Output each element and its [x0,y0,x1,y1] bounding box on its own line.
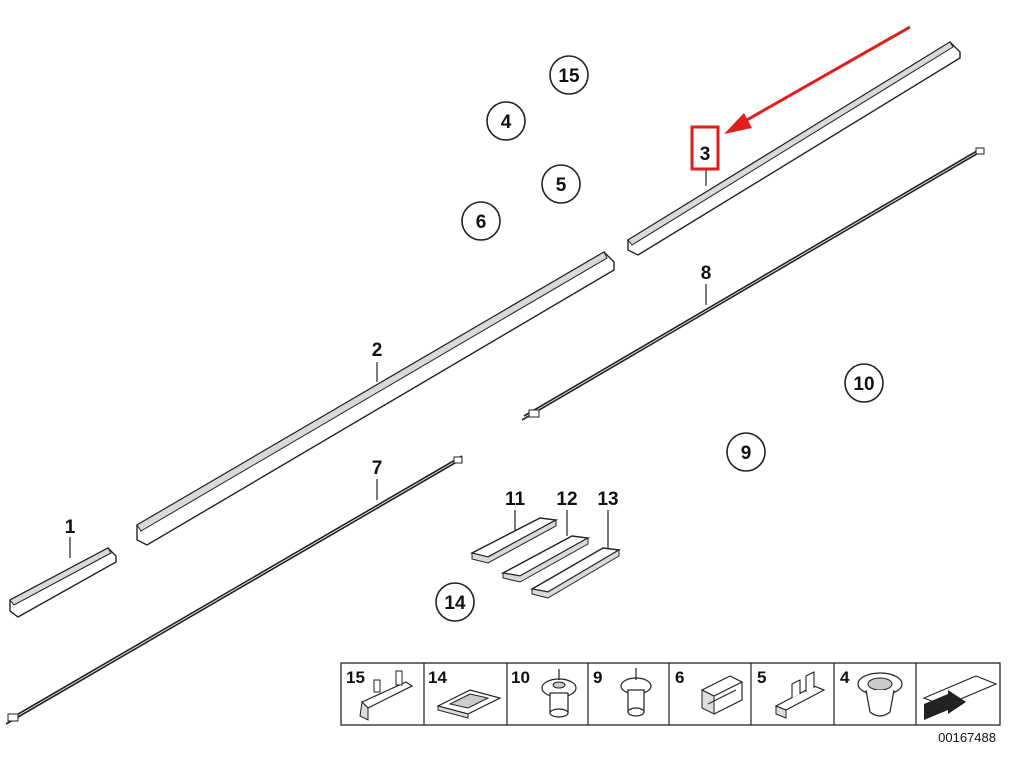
circled-callout-14: 14 [435,582,475,622]
legend-cell-15[interactable]: 15 [346,668,414,721]
highlight-arrow [724,25,911,134]
svg-text:15: 15 [558,66,580,87]
callout-3: 3 [700,144,711,165]
svg-text:6: 6 [476,212,487,233]
grommet-icon [857,672,903,717]
circled-callout-6: 6 [461,201,501,241]
legend-cell-5[interactable]: 5 [757,668,826,719]
svg-text:4: 4 [501,112,512,133]
highlight-callout-3[interactable]: 3 [690,125,720,171]
legend-strip: 15 14 10 [340,662,1001,726]
part-2-moulding[interactable] [136,251,615,546]
svg-text:4: 4 [840,668,850,687]
svg-text:6: 6 [675,668,684,687]
svg-text:9: 9 [741,443,752,464]
svg-text:5: 5 [757,668,766,687]
circled-callout-10: 10 [844,363,884,403]
legend-cell-arrow[interactable] [922,675,998,720]
callout-8: 8 [701,263,712,284]
legend-cell-6[interactable]: 6 [675,668,744,715]
document-number: 00167488 [938,730,996,745]
part-13-pad[interactable] [530,510,622,599]
svg-text:10: 10 [511,668,530,687]
part-3-moulding[interactable] [627,41,961,256]
part-11-pad[interactable] [470,510,559,564]
part-8-rail[interactable] [521,147,985,421]
callout-11: 11 [505,489,526,510]
callout-13: 13 [597,489,618,510]
plug-rivet-icon [620,668,652,717]
spring-clip-icon [700,675,744,715]
expanding-rivet-icon [541,669,577,718]
circled-callout-4: 4 [486,101,526,141]
arrow-icon [922,675,998,720]
legend-cell-9[interactable]: 9 [593,668,652,717]
svg-text:10: 10 [853,374,874,395]
legend-cell-10[interactable]: 10 [511,668,577,718]
legend-cell-14[interactable]: 14 [428,668,502,719]
svg-text:5: 5 [556,175,567,196]
svg-text:9: 9 [593,668,602,687]
svg-text:14: 14 [444,593,466,614]
mounting-clip-icon [774,671,826,719]
svg-text:14: 14 [428,668,447,687]
callout-1: 1 [65,517,76,538]
pad-icon [436,689,502,719]
circled-callout-9: 9 [726,432,766,472]
callout-12: 12 [556,489,577,510]
circled-callout-15: 15 [549,55,589,95]
circled-callout-5: 5 [541,164,581,204]
callout-2: 2 [372,340,383,361]
bracket-clip-icon [359,670,414,721]
svg-text:15: 15 [346,668,365,687]
legend-cell-4[interactable]: 4 [840,668,903,717]
part-12-pad[interactable] [500,510,591,583]
part-7-rail[interactable] [5,455,463,725]
part-1-moulding[interactable] [9,537,117,618]
callout-7: 7 [372,458,383,479]
